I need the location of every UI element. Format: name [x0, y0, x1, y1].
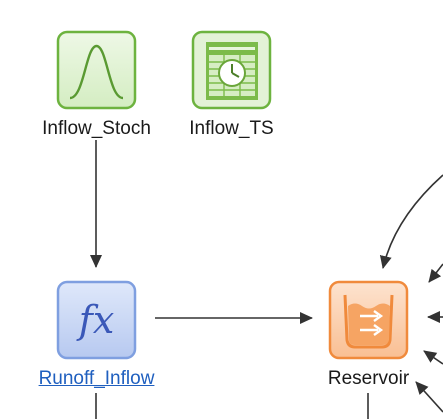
- fx-function-icon: fx: [76, 298, 115, 342]
- reservoir-tank-icon: [343, 294, 394, 349]
- connector-offscreen-in-1: [428, 263, 443, 283]
- node-reservoir[interactable]: [328, 280, 409, 360]
- node-inflow-stoch[interactable]: [56, 30, 137, 110]
- svg-text:fx: fx: [76, 298, 115, 342]
- connector-offscreen-in-4: [415, 381, 443, 413]
- clock-table-icon: [206, 42, 258, 100]
- node-inflow-ts[interactable]: [191, 30, 272, 110]
- node-label-reservoir: Reservoir: [327, 368, 410, 389]
- node-label-inflow-ts: Inflow_TS: [189, 118, 274, 139]
- node-label-inflow-stoch: Inflow_Stoch: [42, 118, 151, 139]
- connector-offscreen-in-3: [423, 350, 443, 365]
- bell-curve-icon: [69, 44, 124, 100]
- node-runoff-inflow[interactable]: fx: [56, 280, 137, 360]
- connector-offscreen-to-reservoir: [379, 174, 443, 269]
- node-label-runoff-inflow[interactable]: Runoff_Inflow: [38, 368, 155, 389]
